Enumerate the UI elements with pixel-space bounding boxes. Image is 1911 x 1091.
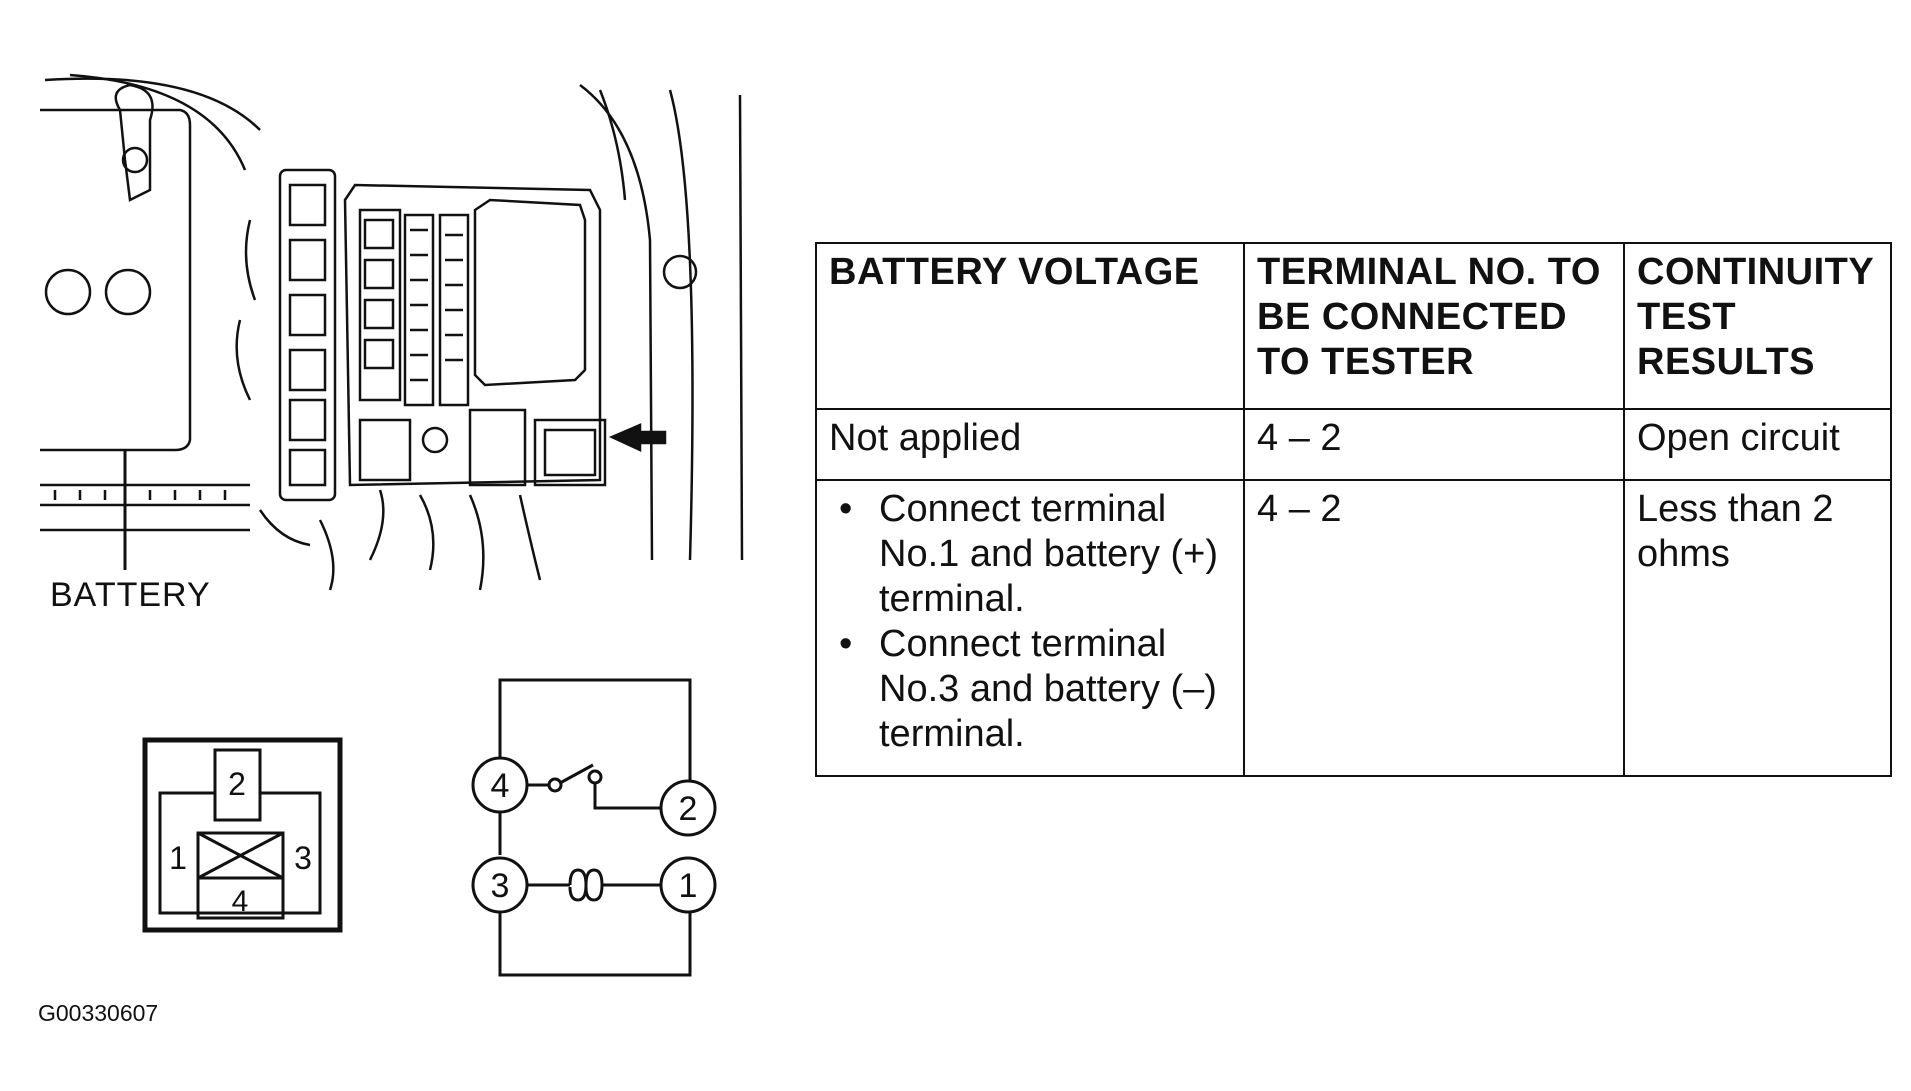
- row1-terminals: 4 – 2: [1243, 408, 1625, 481]
- figure-code: G00330607: [38, 1000, 159, 1026]
- cross-line-b: [197, 831, 284, 880]
- terminal-label-3: 3: [491, 867, 510, 905]
- row2-result: Less than 2 ohms: [1623, 479, 1892, 777]
- table-header-row: BATTERY VOLTAGE TERMINAL NO. TO BE CONNE…: [815, 242, 1892, 410]
- row2-terminals: 4 – 2: [1243, 479, 1625, 777]
- voltage-steps-list: Connect terminal No.1 and battery (+) te…: [829, 487, 1231, 757]
- continuity-test-table: BATTERY VOLTAGE TERMINAL NO. TO BE CONNE…: [815, 242, 1892, 777]
- table-row: Connect terminal No.1 and battery (+) te…: [815, 479, 1892, 777]
- list-item: Connect terminal No.1 and battery (+) te…: [829, 487, 1231, 622]
- pin-4-cavity: [196, 876, 285, 920]
- row2-voltage: Connect terminal No.1 and battery (+) te…: [815, 479, 1245, 777]
- switch-contact-b: [587, 769, 603, 785]
- terminal-label-4: 4: [491, 767, 510, 805]
- row1-voltage: Not applied: [815, 408, 1245, 481]
- relay-connector-pinout: 2 1 3 4: [142, 737, 343, 933]
- header-battery-voltage: BATTERY VOLTAGE: [815, 242, 1245, 410]
- list-item: Connect terminal No.3 and battery (–) te…: [829, 622, 1231, 757]
- header-continuity-result: CONTINUITY TEST RESULTS: [1623, 242, 1892, 410]
- switch-to-terminal-2: [593, 783, 661, 810]
- pin-2-cavity: [213, 748, 262, 822]
- switch-contact-a: [547, 777, 563, 793]
- table-row: Not applied 4 – 2 Open circuit: [815, 408, 1892, 481]
- pin-label-4: 4: [232, 885, 249, 918]
- pin-label-1: 1: [169, 840, 187, 876]
- pin-label-2: 2: [228, 766, 246, 802]
- engine-bay-illustration: [40, 73, 744, 591]
- battery-label: BATTERY: [50, 576, 211, 614]
- header-terminal-no: TERMINAL NO. TO BE CONNECTED TO TESTER: [1243, 242, 1625, 410]
- switch-blade: [559, 763, 594, 785]
- connector-outer-frame: [142, 737, 343, 933]
- terminal-label-1: 1: [679, 867, 698, 905]
- schematic-frame-top: [498, 678, 692, 805]
- relay-schematic: 4 2 3 1: [471, 678, 717, 977]
- schematic-frame-bottom: [498, 887, 692, 977]
- coil-symbol: [568, 868, 604, 902]
- pin-label-3: 3: [294, 840, 312, 876]
- row1-result: Open circuit: [1623, 408, 1892, 481]
- terminal-label-2: 2: [679, 790, 698, 828]
